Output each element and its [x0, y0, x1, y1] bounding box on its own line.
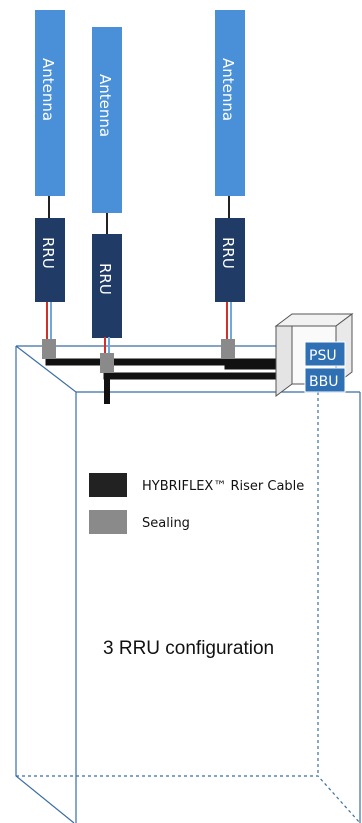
rru-2	[92, 234, 122, 338]
legend-swatch-riser-cable	[89, 473, 127, 497]
bbu-box	[304, 367, 346, 393]
rru-3-label: RRU	[219, 237, 237, 269]
cabinet: PSU BBU	[274, 313, 354, 397]
building-left-edge	[15, 346, 75, 823]
psu-label: PSU	[309, 348, 337, 364]
antenna-2	[92, 27, 122, 213]
antenna-2-label: Antenna	[96, 74, 114, 137]
sealing-1	[42, 339, 56, 359]
legend: HYBRIFLEX™ Riser Cable Sealing	[89, 473, 304, 534]
building-front-outline	[15, 345, 77, 823]
legend-label-sealing: Sealing	[142, 516, 190, 531]
unit-1: Antenna RRU	[35, 10, 65, 359]
unit-2: Antenna RRU	[92, 27, 122, 373]
antenna-1	[35, 10, 65, 196]
building-bottom-dashed	[16, 775, 361, 823]
rru-1-label: RRU	[39, 237, 57, 269]
bbu-label: BBU	[309, 374, 338, 390]
legend-label-riser-cable: HYBRIFLEX™ Riser Cable	[142, 479, 304, 494]
rru-1	[35, 218, 65, 302]
configuration-caption: 3 RRU configuration	[103, 638, 274, 659]
sealing-2	[100, 353, 114, 373]
antenna-3	[215, 10, 245, 196]
unit-3: Antenna RRU	[215, 10, 245, 359]
sealing-3	[221, 339, 235, 359]
rru-2-label: RRU	[96, 263, 114, 295]
psu-box	[304, 341, 346, 367]
antenna-3-label: Antenna	[219, 58, 237, 121]
antenna-1-label: Antenna	[39, 58, 57, 121]
rru-3	[215, 218, 245, 302]
cabinet-side	[275, 325, 293, 397]
building	[15, 345, 361, 823]
riser-cable-1	[45, 356, 312, 366]
legend-swatch-sealing	[89, 510, 127, 534]
